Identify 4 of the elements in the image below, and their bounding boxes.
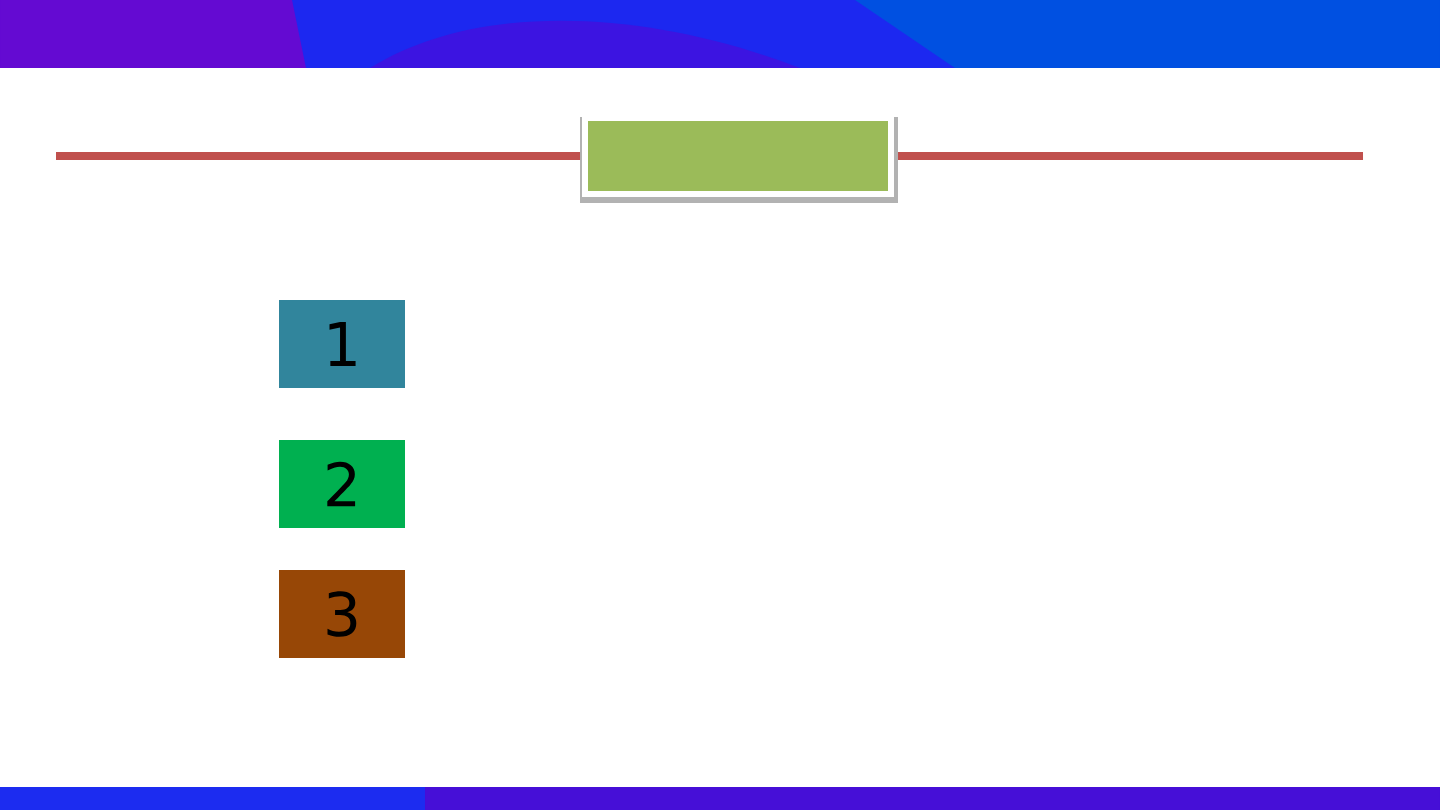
number-box: 2 xyxy=(279,440,405,528)
number-box: 3 xyxy=(279,570,405,658)
title-box xyxy=(580,115,898,203)
number-box: 1 xyxy=(279,300,405,388)
